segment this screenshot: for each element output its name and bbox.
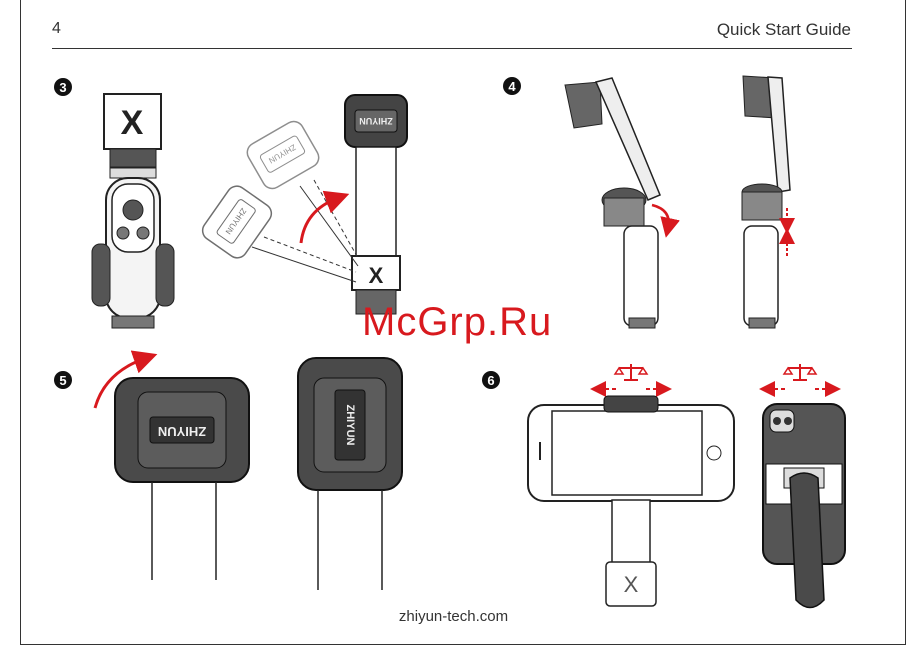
svg-text:ZHIYUN: ZHIYUN [344,405,356,446]
step-5-badge: 5 [54,371,72,389]
svg-text:ZHIYUN: ZHIYUN [359,116,393,126]
holder-rotate-illustration: ZHIYUN ZHIYUN [95,358,402,590]
svg-text:X: X [369,263,384,288]
tilting-holder-illustration: ZHIYUN X ZHIYUN ZHIYUN [199,95,407,314]
step-6-number: 6 [487,373,494,388]
gimbal-unfold-illustration [565,76,790,328]
step-4-badge: 4 [503,77,521,95]
rotate-arrow-icon [301,198,338,243]
balance-scale-icon-2 [784,364,816,380]
logo-mark: X [121,104,144,142]
watermark: McGrp.Ru [362,300,552,345]
step-5-number: 5 [59,373,66,388]
svg-text:ZHIYUN: ZHIYUN [158,424,206,439]
rotate-down-arrow-icon [652,205,669,228]
step-6-badge: 6 [482,371,500,389]
step-3-number: 3 [59,80,66,95]
step-3-badge: 3 [54,78,72,96]
step-4-number: 4 [508,79,516,94]
balance-scale-icon [615,364,647,380]
footer-url: zhiyun-tech.com [0,608,907,625]
gimbal-front-illustration: X [92,94,174,328]
phone-balance-illustration: X [528,364,845,608]
svg-text:X: X [624,572,639,597]
